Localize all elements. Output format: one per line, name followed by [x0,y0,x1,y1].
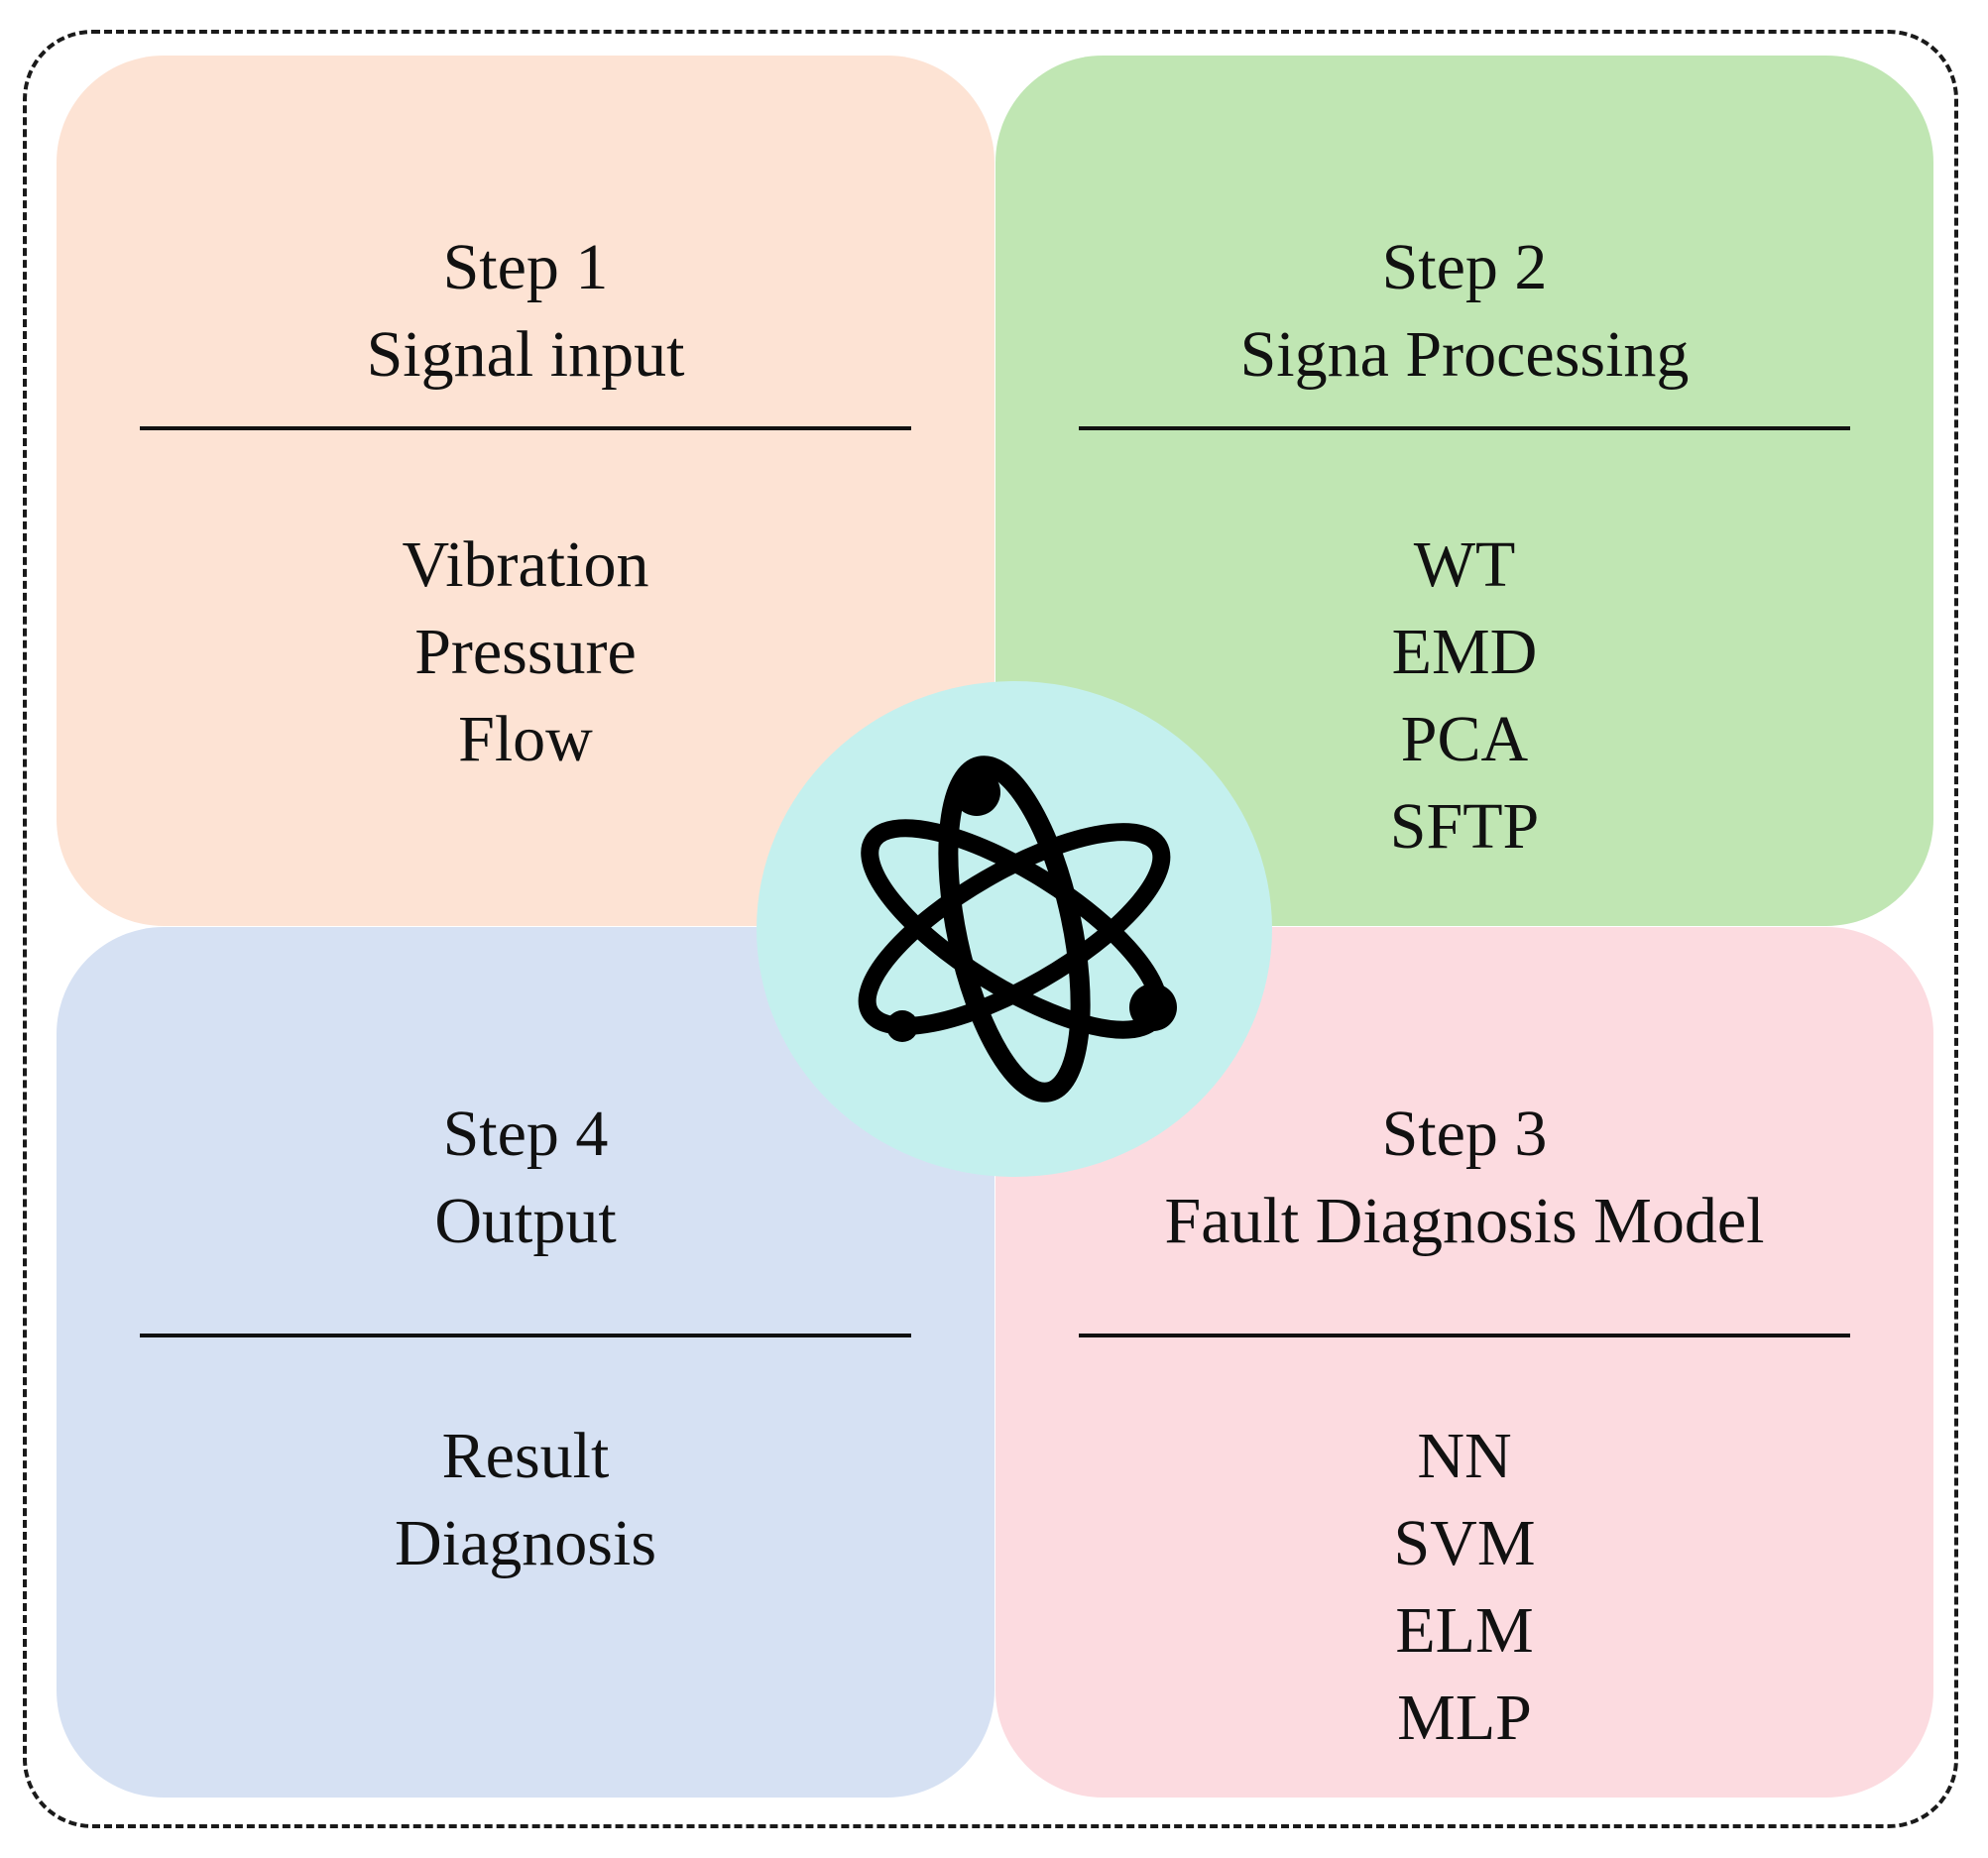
step-3-item: SVM [1393,1507,1536,1579]
step-1-item: Flow [458,703,593,775]
step-2-item: SFTP [1389,790,1540,863]
step-2-item: WT [1413,528,1516,601]
step-3-item: NN [1417,1420,1512,1492]
step-3-title: Fault Diagnosis Model [1164,1185,1765,1257]
step-4-heading: Step 4 Output [57,1091,994,1265]
step-2-divider [1079,426,1850,430]
step-4-divider [140,1334,911,1337]
step-2-number: Step 2 [1381,231,1548,303]
step-1-items: Vibration Pressure Flow [57,522,994,783]
step-1-number: Step 1 [442,231,609,303]
step-4-item: Diagnosis [395,1507,656,1579]
step-1-title: Signal input [366,318,685,391]
step-3-number: Step 3 [1381,1098,1548,1170]
center-circle [757,681,1272,1177]
dashed-frame [23,30,1958,1828]
step-1-item: Vibration [402,528,649,601]
step-2-items: WT EMD PCA SFTP [995,522,1933,871]
step-2-heading: Step 2 Signa Processing [995,224,1933,399]
step-3-item: ELM [1395,1594,1534,1667]
step-1-item: Pressure [414,616,637,688]
step-2-title: Signa Processing [1239,318,1690,391]
step-3-heading: Step 3 Fault Diagnosis Model [995,1091,1933,1265]
step-2-item: EMD [1391,616,1538,688]
step-3-items: NN SVM ELM MLP [995,1413,1933,1762]
atom-icon [858,755,1177,1103]
step-4-title: Output [434,1185,617,1257]
step-2-item: PCA [1400,703,1529,775]
step-3-divider [1079,1334,1850,1337]
step-4-number: Step 4 [442,1098,609,1170]
step-3-item: MLP [1397,1682,1532,1754]
step-1-divider [140,426,911,430]
step-1-heading: Step 1 Signal input [57,224,994,399]
step-4-items: Result Diagnosis [57,1413,994,1587]
step-4-item: Result [441,1420,610,1492]
